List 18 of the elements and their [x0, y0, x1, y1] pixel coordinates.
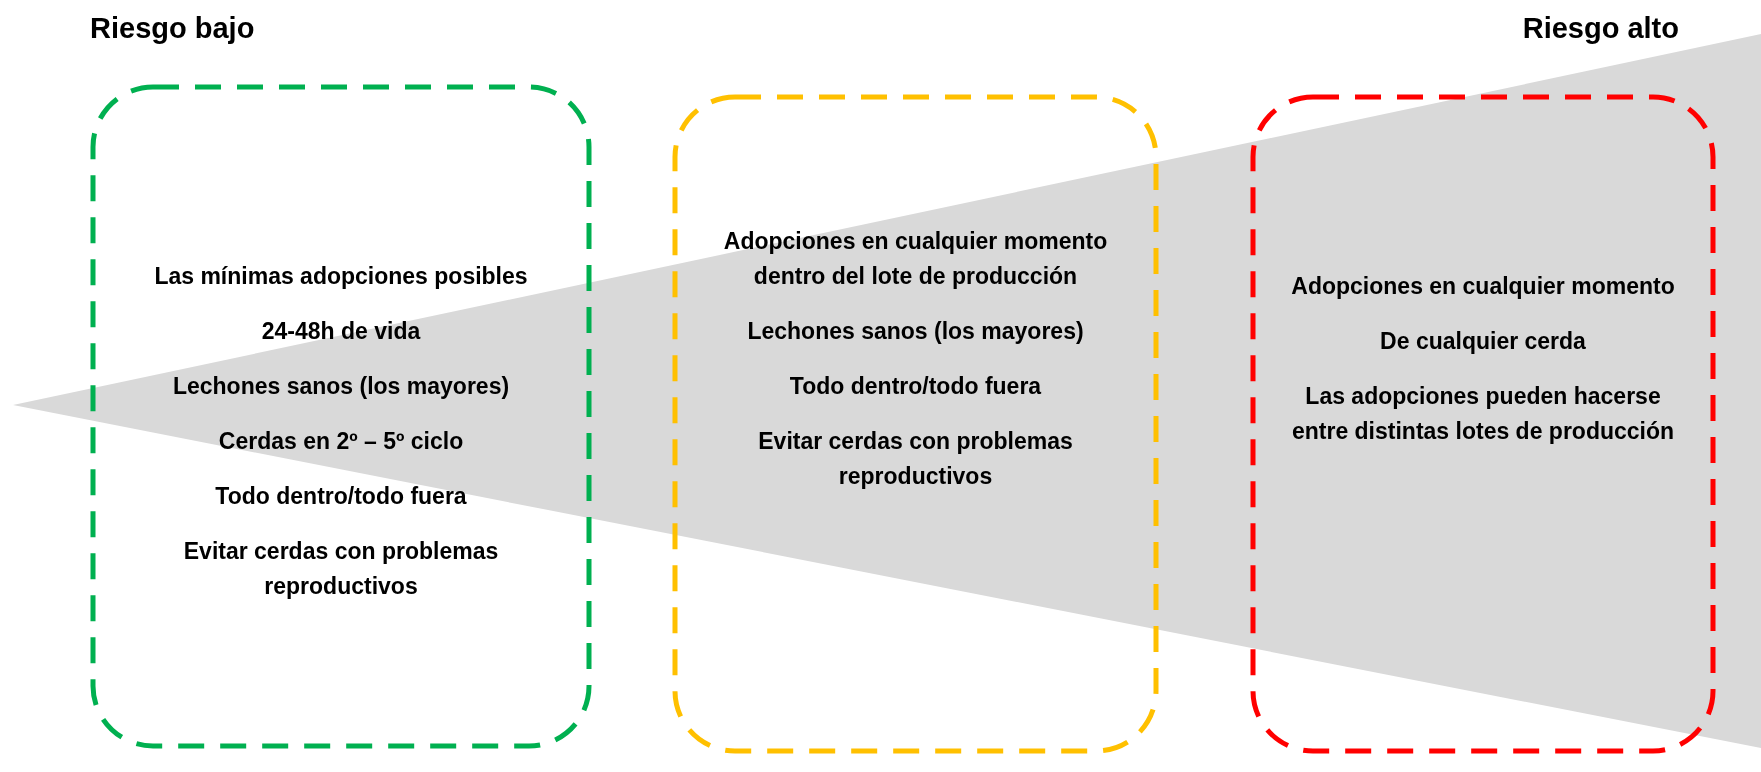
criterion-text: Todo dentro/todo fuera	[789, 372, 1042, 401]
dashed-rounded-box	[672, 94, 1159, 754]
risk-heading: Riesgo bajo	[90, 12, 255, 45]
risk-heading: Riesgo alto	[1522, 12, 1679, 45]
criterion-text: Adopciones en cualquier momento dentro del lote de producción	[722, 227, 1109, 291]
criterion-text: Evitar cerdas con problemas reproductivos	[182, 537, 500, 601]
dashed-rounded-box	[90, 84, 592, 749]
dashed-rounded-box	[1250, 94, 1716, 754]
criterion-text: Lechones sanos (los mayores)	[747, 317, 1084, 346]
criterion-text: De cualquier cerda	[1380, 327, 1586, 356]
criterion-text: Las adopciones pueden hacerse entre distintas lotes de producción	[1290, 382, 1676, 446]
criterion-text: Todo dentro/todo fuera	[215, 482, 467, 511]
criterion-text: Las mínimas adopciones posibles	[154, 262, 528, 291]
criterion-text: 24-48h de vida	[261, 317, 421, 346]
criterion-text: Lechones sanos (los mayores)	[172, 372, 510, 401]
criterion-text: Evitar cerdas con problemas reproductivos	[757, 427, 1074, 491]
criterion-text: Cerdas en 2º – 5º ciclo	[218, 427, 464, 456]
criterion-text: Adopciones en cualquier momento	[1291, 272, 1675, 301]
